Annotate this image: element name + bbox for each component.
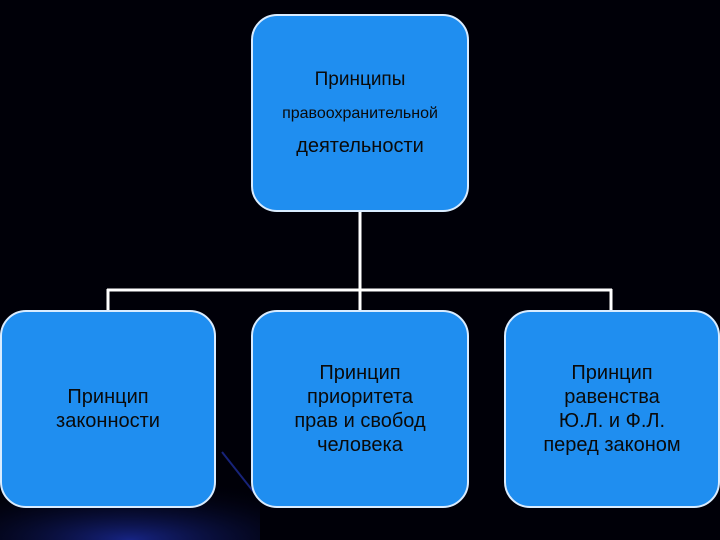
child-node-text-line: прав и свобод [294, 410, 426, 432]
child-node-text-line: Принцип [319, 362, 401, 384]
root-node-box: Принципы правоохранительной деятельности [251, 14, 469, 212]
child-node-text-line: законности [56, 410, 160, 432]
root-node-title-line: правоохранительной [282, 104, 438, 122]
child-node-text-line: человека [317, 434, 403, 456]
root-node-title-line: деятельности [296, 134, 424, 157]
child-node-text-line: перед законом [543, 434, 681, 456]
child-node-equality: Принцип равенства Ю.Л. и Ф.Л. перед зако… [504, 310, 720, 508]
child-node-text-line: Принцип [67, 386, 149, 408]
child-node-text-line: равенства [564, 386, 660, 408]
child-node-text-line: Ю.Л. и Ф.Л. [558, 410, 666, 432]
child-node-legality: Принцип законности [0, 310, 216, 508]
child-node-text-line: Принцип [571, 362, 653, 384]
child-node-text-line: приоритета [307, 386, 413, 408]
child-node-rights-priority: Принцип приоритета прав и свобод человек… [251, 310, 469, 508]
root-node-title-line: Принципы [314, 68, 406, 90]
